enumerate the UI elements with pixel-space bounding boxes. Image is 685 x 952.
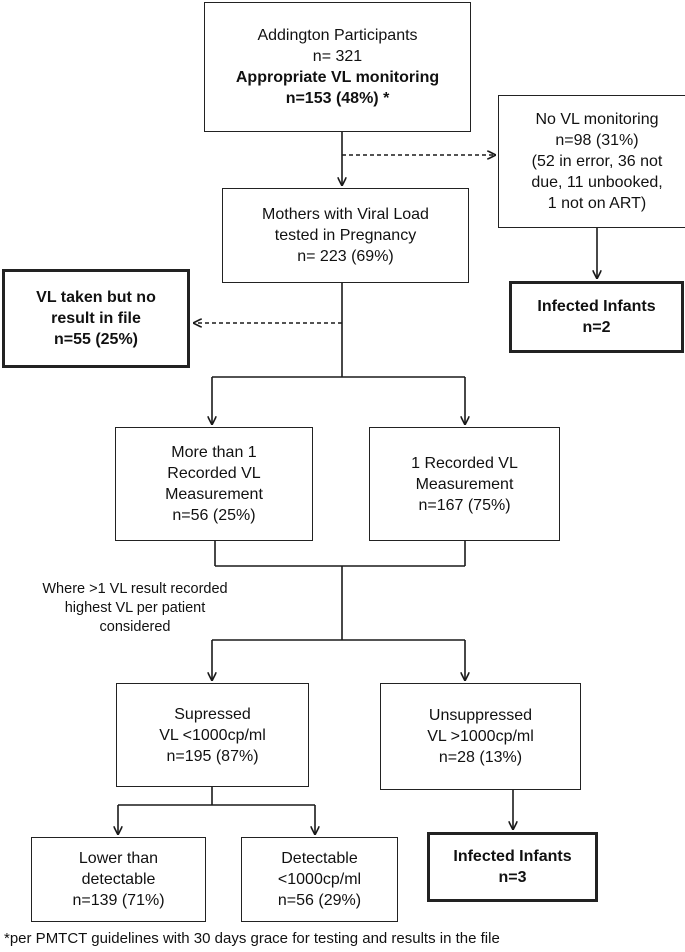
suppressed-vl-box: Supressed VL <1000cp/ml n=195 (87%) xyxy=(116,683,309,787)
no-vl-detail-3: 1 not on ART) xyxy=(547,195,647,212)
infected-infants-bottom-box: Infected Infants n=3 xyxy=(427,832,598,902)
infected-top-count: n=2 xyxy=(582,319,611,336)
more-than-one-count: n=56 (25%) xyxy=(172,507,256,524)
mothers-line-2: tested in Pregnancy xyxy=(274,227,417,244)
infected-infants-top-box: Infected Infants n=2 xyxy=(509,281,684,353)
appropriate-vl-label: Appropriate VL monitoring xyxy=(235,69,440,86)
no-vl-detail-1: (52 in error, 36 not xyxy=(531,153,663,170)
no-vl-title: No VL monitoring xyxy=(535,111,659,128)
one-recorded-line-2: Measurement xyxy=(415,475,514,493)
infected-top-title: Infected Infants xyxy=(537,298,656,315)
suppressed-count: n=195 (87%) xyxy=(166,747,259,765)
unsuppressed-vl-box: Unsuppressed VL >1000cp/ml n=28 (13%) xyxy=(380,683,581,790)
lower-count: n=139 (71%) xyxy=(72,892,165,909)
note-line-2: highest VL per patient xyxy=(64,600,206,616)
suppressed-line-1: Supressed xyxy=(174,705,251,723)
no-result-line-2: result in file xyxy=(51,310,141,327)
lower-than-detectable-box: Lower than detectable n=139 (71%) xyxy=(31,837,206,922)
detectable-line-1: Detectable xyxy=(281,850,358,867)
infected-bottom-count: n=3 xyxy=(498,869,527,886)
note-line-3: considered xyxy=(99,619,171,635)
mothers-vl-tested-box: Mothers with Viral Load tested in Pregna… xyxy=(222,188,469,283)
more-than-one-line-3: Measurement xyxy=(165,486,263,503)
vl-no-result-box: VL taken but no result in file n=55 (25%… xyxy=(2,269,190,368)
lower-line-2: detectable xyxy=(81,871,156,888)
mothers-count: n= 223 (69%) xyxy=(297,248,394,265)
lower-line-1: Lower than xyxy=(78,850,159,867)
more-than-one-vl-box: More than 1 Recorded VL Measurement n=56… xyxy=(115,427,313,541)
no-result-line-1: VL taken but no xyxy=(36,289,156,306)
unsuppressed-count: n=28 (13%) xyxy=(438,749,523,766)
one-recorded-line-1: 1 Recorded VL xyxy=(411,454,518,472)
addington-title: Addington Participants xyxy=(257,27,418,44)
more-than-one-line-2: Recorded VL xyxy=(167,465,261,482)
note-line-1: Where >1 VL result recorded xyxy=(42,581,228,597)
highest-vl-note: Where >1 VL result recorded highest VL p… xyxy=(2,580,268,637)
addington-participants-box: Addington Participants n= 321 Appropriat… xyxy=(204,2,471,132)
unsuppressed-line-2: VL >1000cp/ml xyxy=(427,728,534,745)
footnote: *per PMTCT guidelines with 30 days grace… xyxy=(4,930,500,947)
detectable-box: Detectable <1000cp/ml n=56 (29%) xyxy=(241,837,398,922)
suppressed-line-2: VL <1000cp/ml xyxy=(159,726,266,744)
no-vl-monitoring-box: No VL monitoring n=98 (31%) (52 in error… xyxy=(498,95,685,228)
unsuppressed-line-1: Unsuppressed xyxy=(428,707,533,724)
one-recorded-vl-box: 1 Recorded VL Measurement n=167 (75%) xyxy=(369,427,560,541)
one-recorded-count: n=167 (75%) xyxy=(418,496,511,514)
detectable-line-2: <1000cp/ml xyxy=(277,871,362,888)
mothers-line-1: Mothers with Viral Load xyxy=(262,206,429,223)
appropriate-vl-count: n=153 (48%) * xyxy=(285,90,390,107)
infected-bottom-title: Infected Infants xyxy=(453,848,572,865)
addington-count: n= 321 xyxy=(312,48,363,65)
no-vl-count: n=98 (31%) xyxy=(555,132,639,149)
no-vl-detail-2: due, 11 unbooked, xyxy=(531,174,663,191)
detectable-count: n=56 (29%) xyxy=(277,892,362,909)
no-result-count: n=55 (25%) xyxy=(53,331,139,348)
more-than-one-line-1: More than 1 xyxy=(171,444,257,461)
